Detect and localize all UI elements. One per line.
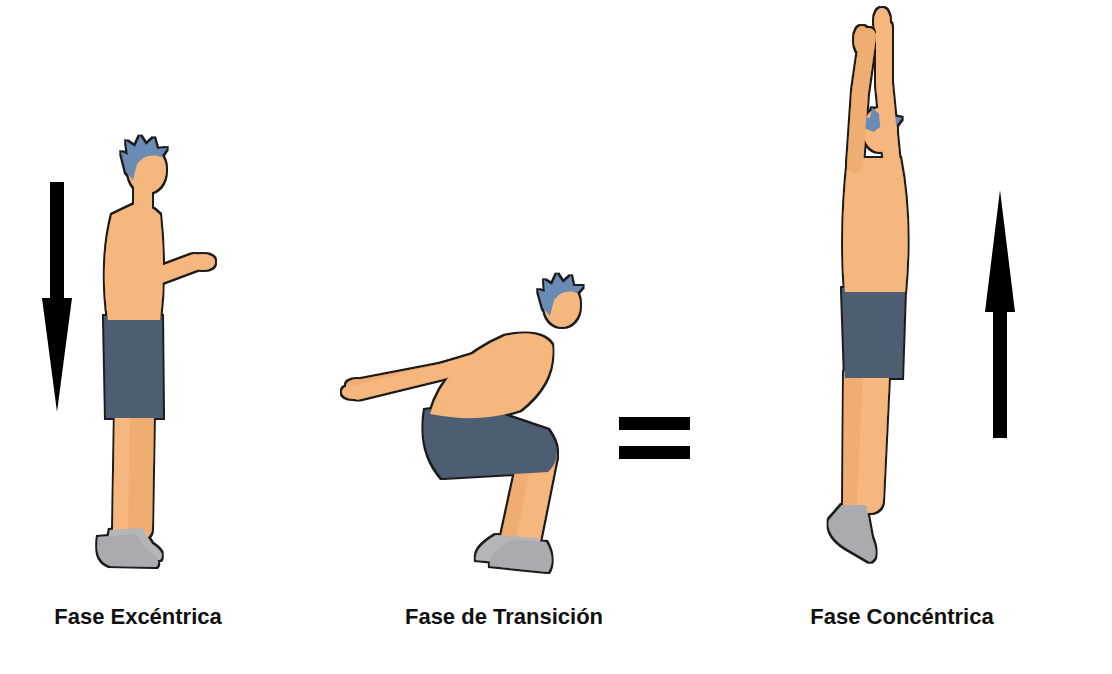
leg bbox=[140, 410, 142, 528]
leg bbox=[870, 375, 876, 500]
phase-label: Fase Excéntrica bbox=[54, 604, 222, 630]
hair bbox=[121, 136, 167, 180]
arrow-shaft bbox=[50, 182, 64, 304]
phase-label: Fase de Transición bbox=[405, 604, 603, 630]
arm bbox=[130, 225, 195, 284]
phase-label: Fase Concéntrica bbox=[810, 604, 993, 630]
shoe bbox=[97, 534, 158, 567]
arm bbox=[358, 348, 520, 392]
arm bbox=[884, 28, 892, 165]
hand bbox=[342, 385, 366, 399]
torso bbox=[843, 158, 908, 292]
hand bbox=[854, 26, 870, 54]
down-arrow bbox=[42, 182, 72, 412]
hand bbox=[191, 254, 215, 270]
hair bbox=[538, 274, 583, 316]
equals-bar bbox=[619, 417, 690, 430]
shorts bbox=[104, 316, 163, 418]
up-arrow bbox=[985, 190, 1015, 438]
arrow-head bbox=[42, 298, 72, 412]
leg bbox=[855, 375, 856, 505]
jump-figure bbox=[829, 8, 908, 562]
hand bbox=[874, 8, 890, 36]
equals-bar bbox=[619, 446, 690, 459]
shoe bbox=[490, 540, 552, 572]
leg bbox=[126, 410, 128, 532]
arrow-head bbox=[985, 190, 1015, 312]
shoe bbox=[829, 505, 876, 562]
arrow-shaft bbox=[993, 300, 1007, 438]
shorts bbox=[842, 288, 905, 378]
arm bbox=[855, 36, 868, 165]
equals-sign bbox=[619, 417, 690, 459]
squat-figure bbox=[342, 274, 583, 572]
standing-figure bbox=[97, 136, 215, 567]
